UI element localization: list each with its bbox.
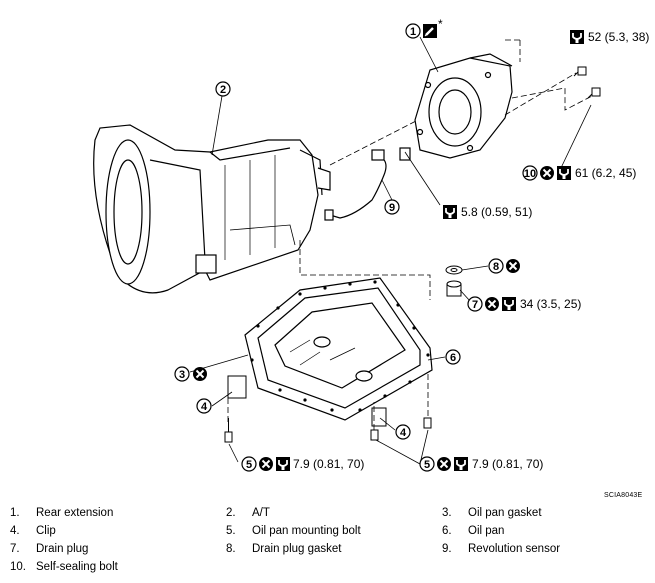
torque-wrench-icon (569, 29, 585, 45)
clip-drawings (227, 375, 387, 427)
callout-4-right: 4 (395, 424, 411, 440)
rear-extension-bolts (573, 66, 601, 99)
svg-text:4: 4 (400, 427, 407, 439)
do-not-reuse-icon (484, 296, 500, 312)
callout-6: 6 (445, 349, 461, 365)
legend-row: 10.Self-sealing bolt (10, 561, 650, 579)
torque-wrench-icon (453, 456, 469, 472)
legend-item: 10.Self-sealing bolt (10, 561, 118, 573)
legend-item: 5.Oil pan mounting bolt (226, 525, 361, 537)
svg-text:5.8 (0.59, 51): 5.8 (0.59, 51) (461, 205, 532, 219)
callout-9: 9 (384, 199, 400, 215)
oil-pan-bolt-holes (250, 280, 430, 412)
do-not-reuse-icon (436, 456, 452, 472)
callout-5-right: 5 7.9 (0.81, 70) (419, 456, 543, 472)
callout-4-left: 4 (196, 398, 212, 414)
torque-wrench-icon (442, 204, 458, 220)
legend-row: 7.Drain plug 8.Drain plug gasket 9.Revol… (10, 543, 650, 561)
torque-spec-5-8: 5.8 (0.59, 51) (442, 204, 532, 220)
torque-wrench-icon (501, 296, 517, 312)
svg-text:2: 2 (220, 84, 226, 96)
leader-lines (189, 36, 592, 465)
svg-text:3: 3 (179, 369, 185, 381)
do-not-reuse-icon (539, 165, 555, 181)
legend-item: 7.Drain plug (10, 543, 89, 555)
legend-item: 6.Oil pan (442, 525, 505, 537)
svg-text:10: 10 (524, 168, 536, 180)
callout-3: 3 (174, 366, 208, 382)
callout-7: 7 34 (3.5, 25) (467, 296, 581, 312)
legend-item: 4.Clip (10, 525, 56, 537)
torque-wrench-icon (275, 456, 291, 472)
svg-text:7: 7 (472, 299, 478, 311)
oil-pan-drawing (244, 277, 433, 421)
svg-text:5: 5 (424, 459, 430, 471)
svg-text:52 (5.3, 38): 52 (5.3, 38) (588, 30, 649, 44)
svg-text:9: 9 (389, 202, 395, 214)
torque-spec-52: 52 (5.3, 38) (569, 29, 649, 45)
svg-text:*: * (438, 17, 443, 31)
legend-row: 4.Clip 5.Oil pan mounting bolt 6.Oil pan (10, 525, 650, 543)
do-not-reuse-icon (258, 456, 274, 472)
callout-8: 8 (488, 258, 521, 274)
callout-1: 1 * (405, 17, 443, 40)
parts-legend: 1.Rear extension 2.A/T 3.Oil pan gasket … (10, 507, 650, 579)
legend-item: 9.Revolution sensor (442, 543, 561, 555)
legend-item: 2.A/T (226, 507, 270, 519)
legend-item: 3.Oil pan gasket (442, 507, 542, 519)
callout-5-left: 5 7.9 (0.81, 70) (241, 456, 364, 472)
transmission-drawing (93, 124, 331, 294)
svg-text:7.9 (0.81, 70): 7.9 (0.81, 70) (293, 457, 364, 471)
drain-plug-drawing (445, 265, 463, 297)
rear-extension-drawing (414, 53, 513, 159)
svg-text:7.9 (0.81, 70): 7.9 (0.81, 70) (472, 457, 543, 471)
exploded-view-diagram: 1 * 2 3 4 4 5 7.9 (0.81, 70) 5 7.9 (0.81… (93, 17, 649, 472)
alignment-lines (227, 39, 593, 430)
figure-code: SCIA8043E (604, 492, 643, 499)
legend-item: 1.Rear extension (10, 507, 114, 519)
pencil-icon (421, 22, 439, 40)
svg-text:8: 8 (493, 261, 499, 273)
do-not-reuse-icon (505, 258, 521, 274)
callout-2: 2 (215, 81, 231, 97)
oil-pan-bolts-drawing (224, 417, 432, 443)
revolution-sensor-drawing (324, 147, 411, 221)
svg-text:5: 5 (246, 459, 252, 471)
svg-text:6: 6 (450, 352, 456, 364)
svg-text:1: 1 (410, 26, 416, 38)
torque-wrench-icon (556, 165, 572, 181)
legend-row: 1.Rear extension 2.A/T 3.Oil pan gasket (10, 507, 650, 525)
svg-text:4: 4 (201, 401, 208, 413)
legend-item: 8.Drain plug gasket (226, 543, 342, 555)
callout-10: 10 61 (6.2, 45) (522, 165, 636, 181)
svg-text:34 (3.5, 25): 34 (3.5, 25) (520, 297, 581, 311)
svg-text:61 (6.2, 45): 61 (6.2, 45) (575, 166, 636, 180)
do-not-reuse-icon (192, 366, 208, 382)
